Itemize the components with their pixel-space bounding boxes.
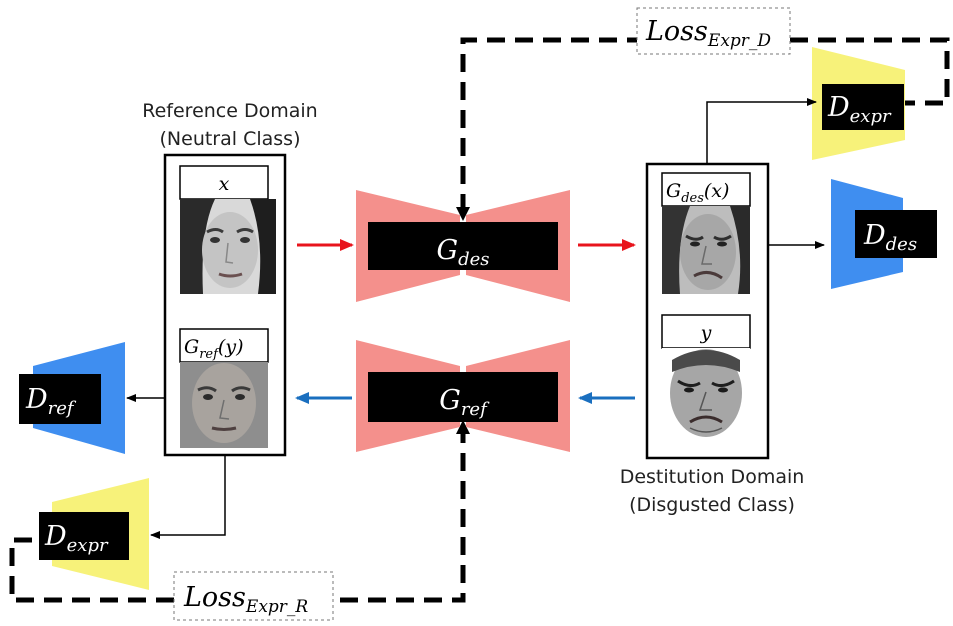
discriminator-des: Ddes (831, 179, 937, 289)
generator-des-label: Gdes (437, 235, 490, 270)
generator-ref: Gref (356, 340, 570, 452)
gref-y-label: Gref(y) (184, 336, 243, 362)
discriminator-expr-top-label: Dexpr (827, 92, 892, 127)
loss-expr-r-label: LossExpr_R (183, 582, 308, 617)
arrow-gref-y-to-dexpr (150, 455, 226, 539)
discriminator-expr-bottom-label: Dexpr (44, 521, 109, 556)
discriminator-ref: Dref (19, 342, 125, 454)
reference-domain-title: Reference Domain (142, 100, 317, 122)
generated-neutral-face-image (180, 362, 268, 448)
generator-ref-label: Gref (439, 385, 490, 420)
generator-des: Gdes (356, 190, 570, 302)
x-label: x (219, 173, 230, 195)
generated-disgusted-face-image (662, 206, 750, 294)
loss-expr-d-label: LossExpr_D (645, 16, 771, 51)
x-label-box (179, 165, 269, 200)
neutral-face-image-x (180, 199, 276, 294)
loss-expr-d-dashed-path (460, 37, 950, 212)
discriminator-des-label: Ddes (863, 220, 917, 255)
loss-expr-r-arrowhead (456, 420, 470, 434)
arrow-gdes-x-to-dexpr (706, 98, 817, 164)
destination-domain-subtitle: (Disgusted Class) (629, 494, 795, 516)
loss-expr-r-box: LossExpr_R (173, 571, 334, 621)
discriminator-expr-top: Dexpr (812, 47, 905, 160)
gdes-x-label: Gdes(x) (666, 180, 729, 206)
discriminator-expr-bottom: Dexpr (39, 478, 149, 590)
reference-domain-subtitle: (Neutral Class) (160, 128, 301, 150)
loss-expr-d-arrowhead (456, 207, 470, 221)
loss-expr-r-dashed-path (9, 425, 466, 603)
destination-domain-title: Destitution Domain (620, 466, 805, 488)
gref-y-label-box (179, 328, 269, 363)
y-label: y (700, 322, 712, 344)
discriminator-ref-label: Dref (25, 384, 77, 419)
loss-expr-d-box: LossExpr_D (636, 7, 791, 55)
gdes-x-label-box (661, 172, 751, 207)
y-label-box (661, 314, 751, 349)
disgusted-face-image-y (662, 348, 750, 438)
